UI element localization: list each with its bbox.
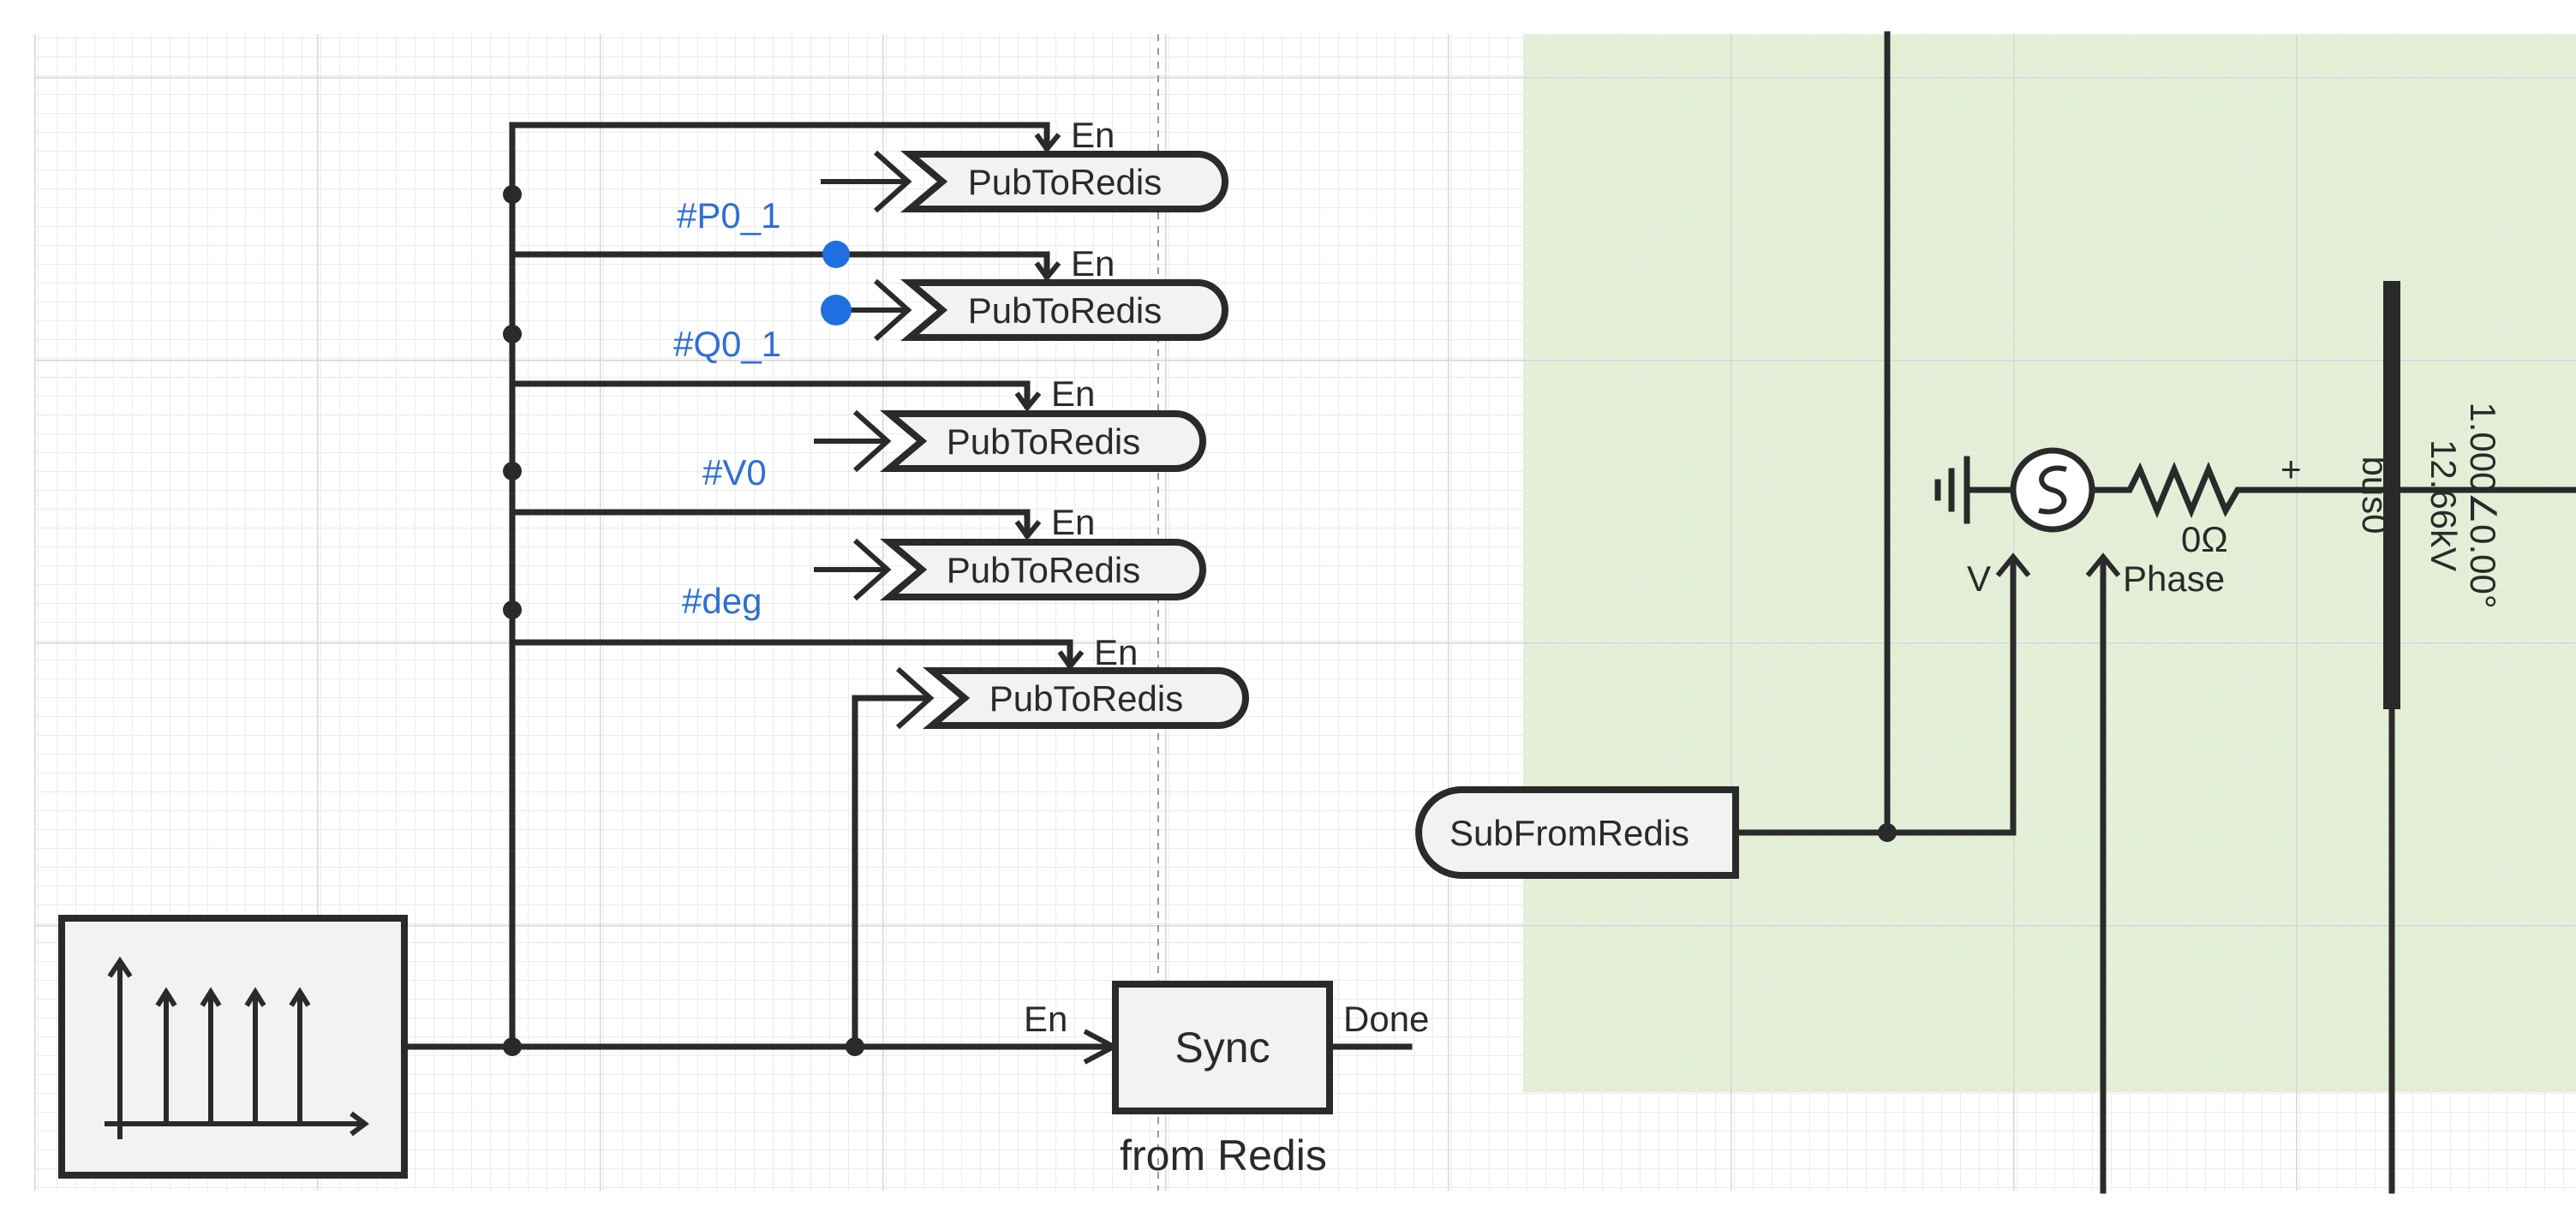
wire-enable-4[interactable]	[509, 509, 1031, 538]
sync-caption: from Redis	[1120, 1131, 1327, 1179]
arrow-icon	[1014, 391, 1042, 412]
tag-label[interactable]: #P0_1	[677, 195, 780, 236]
junction-dot	[846, 1037, 864, 1056]
sync-input-label: En	[1024, 999, 1067, 1039]
ac-source-icon[interactable]	[2010, 447, 2095, 533]
wire-data-5[interactable]	[852, 695, 929, 1050]
bus-name: bus0	[2355, 456, 2395, 534]
ground-icon[interactable]	[1934, 456, 2013, 524]
block-label: PubToRedis	[989, 678, 1183, 719]
junction-dot	[503, 462, 522, 481]
block-label: SubFromRedis	[1449, 813, 1689, 853]
block-label: PubToRedis	[968, 290, 1162, 331]
wire-subfromredis-v[interactable]	[1732, 557, 2017, 836]
wire-enable-1[interactable]	[509, 122, 1050, 151]
arrow-icon	[1995, 552, 2031, 577]
arrow-icon	[1034, 261, 1061, 282]
tag-label[interactable]: #deg	[682, 581, 762, 621]
wire-enable-5[interactable]	[509, 639, 1073, 668]
enable-label: En	[1094, 632, 1138, 672]
pub-to-redis-block-5[interactable]: PubToRedis	[895, 666, 1249, 730]
wire-enable-3[interactable]	[509, 380, 1031, 409]
v-input-label: V	[1967, 558, 1991, 599]
bus-voltage-pu: 1.000∠0.00°	[2463, 402, 2503, 608]
selection-handle[interactable]	[822, 241, 850, 268]
junction-dot	[503, 185, 522, 204]
arrow-icon	[1034, 133, 1061, 153]
plus-sign: +	[2280, 449, 2302, 489]
selection-handle[interactable]	[821, 295, 852, 325]
block-label: PubToRedis	[947, 550, 1140, 590]
sync-output-label: Done	[1343, 999, 1429, 1039]
junction-dot	[503, 600, 522, 619]
block-label: PubToRedis	[968, 162, 1162, 202]
arrow-icon	[873, 278, 912, 342]
enable-label: En	[1051, 502, 1095, 542]
arrow-icon	[1014, 520, 1042, 540]
block-label: PubToRedis	[947, 421, 1140, 462]
pub-to-redis-block-2[interactable]: PubToRedis	[836, 278, 1228, 342]
pulse-train-icon	[105, 956, 369, 1139]
bus-bar[interactable]	[2383, 281, 2400, 709]
block-label: Sync	[1174, 1024, 1270, 1072]
sub-from-redis-block[interactable]: SubFromRedis	[1415, 786, 1739, 879]
enable-label: En	[1051, 373, 1095, 414]
pub-to-redis-block-3[interactable]: PubToRedis	[814, 409, 1206, 473]
phase-input-label: Phase	[2123, 558, 2225, 599]
tag-label[interactable]: #Q0_1	[673, 324, 781, 364]
enable-label: En	[1071, 243, 1115, 284]
arrow-icon	[895, 666, 935, 730]
pulse-generator-block[interactable]	[58, 915, 408, 1179]
arrow-icon	[873, 150, 912, 213]
pub-to-redis-block-4[interactable]: PubToRedis	[814, 538, 1206, 601]
arrow-icon	[2085, 552, 2121, 577]
pub-to-redis-block-1[interactable]: PubToRedis	[821, 150, 1228, 213]
enable-label: En	[1071, 115, 1115, 155]
arrow-icon	[1057, 650, 1085, 671]
sync-block[interactable]: Sync	[1083, 981, 1333, 1114]
junction-dot	[503, 1037, 522, 1056]
resistor-icon[interactable]	[2089, 461, 2397, 519]
bus-voltage-kv: 12.66kV	[2424, 439, 2464, 571]
resistance-label: 0Ω	[2181, 519, 2228, 559]
junction-dot	[503, 325, 522, 343]
wire-enable-2[interactable]	[509, 251, 1050, 279]
arrow-icon	[852, 409, 892, 473]
arrow-icon	[852, 538, 892, 601]
tag-label[interactable]: #V0	[702, 452, 767, 493]
junction-dot	[1878, 823, 1897, 842]
